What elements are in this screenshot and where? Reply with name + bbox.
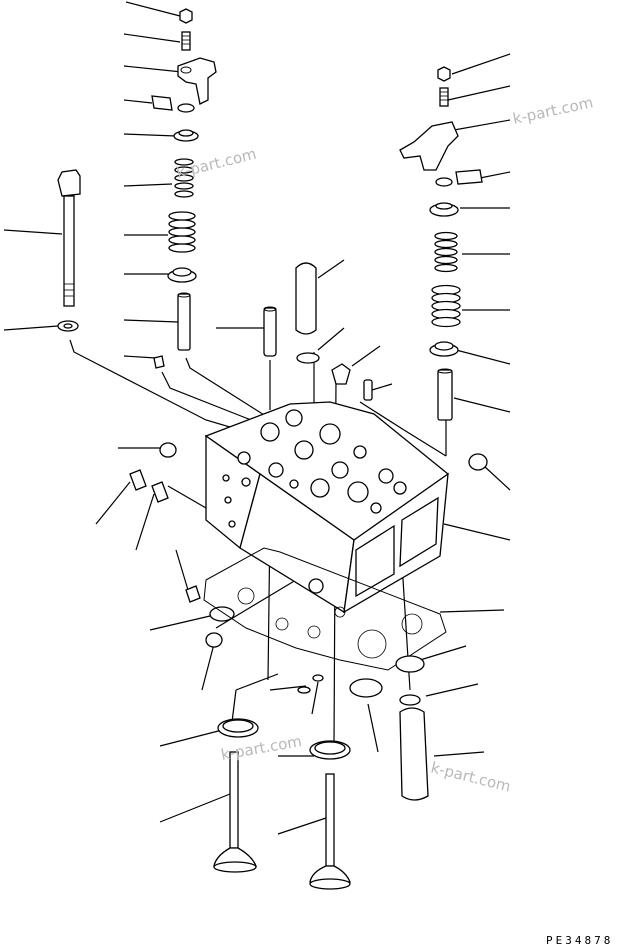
outer-valve-spring-right (431, 284, 461, 328)
small-washer-1 (297, 686, 311, 694)
valve-guide-left (177, 293, 191, 351)
valve-guide-right (437, 369, 453, 421)
intake-valve (309, 773, 351, 890)
exhaust-valve (213, 751, 257, 873)
expansion-plug-1 (159, 442, 177, 458)
small-washer-2 (312, 674, 324, 682)
plug-2 (129, 469, 147, 491)
plug-3 (151, 481, 169, 503)
nozzle-plug (331, 363, 351, 385)
leader-lines (3, 1, 511, 835)
adjusting-screw-left (181, 31, 191, 51)
seal-ring-right (395, 655, 425, 673)
crosshead-left (177, 57, 217, 105)
injector-tube (399, 707, 429, 801)
right-valve-stack (399, 66, 483, 421)
o-ring-right (399, 694, 421, 706)
seal-ring-lower-left (209, 606, 235, 622)
adjusting-nut-left (179, 8, 193, 24)
outer-valve-spring-left (168, 211, 196, 253)
o-ring-injector (296, 352, 320, 364)
left-valve-stack (151, 8, 217, 369)
plug-left-small (153, 355, 165, 369)
plug-4 (185, 585, 201, 603)
dowel-pin (363, 379, 373, 401)
valve-collet-right (455, 169, 483, 185)
adjusting-nut-right (437, 66, 451, 82)
watermark-1: k-part.com (511, 93, 595, 128)
watermark-4: k-part.com (429, 758, 513, 795)
inner-valve-spring-right (434, 231, 458, 273)
head-gasket (203, 547, 447, 671)
crosshead-right (399, 121, 459, 171)
pin-center-left (263, 307, 277, 357)
injector-sleeve (295, 262, 317, 335)
expansion-plug-5 (205, 632, 223, 648)
valve-collet-left (151, 95, 173, 111)
drawing-code: PE34878 (546, 934, 613, 947)
inner-valve-spring-left (174, 158, 194, 198)
cylinder-head (204, 401, 449, 614)
head-bolt (57, 169, 81, 307)
seat-ring-center (349, 678, 383, 698)
plug-right (468, 453, 488, 471)
adjusting-screw-right (439, 87, 449, 107)
watermark-2: k-part.com (175, 145, 259, 182)
